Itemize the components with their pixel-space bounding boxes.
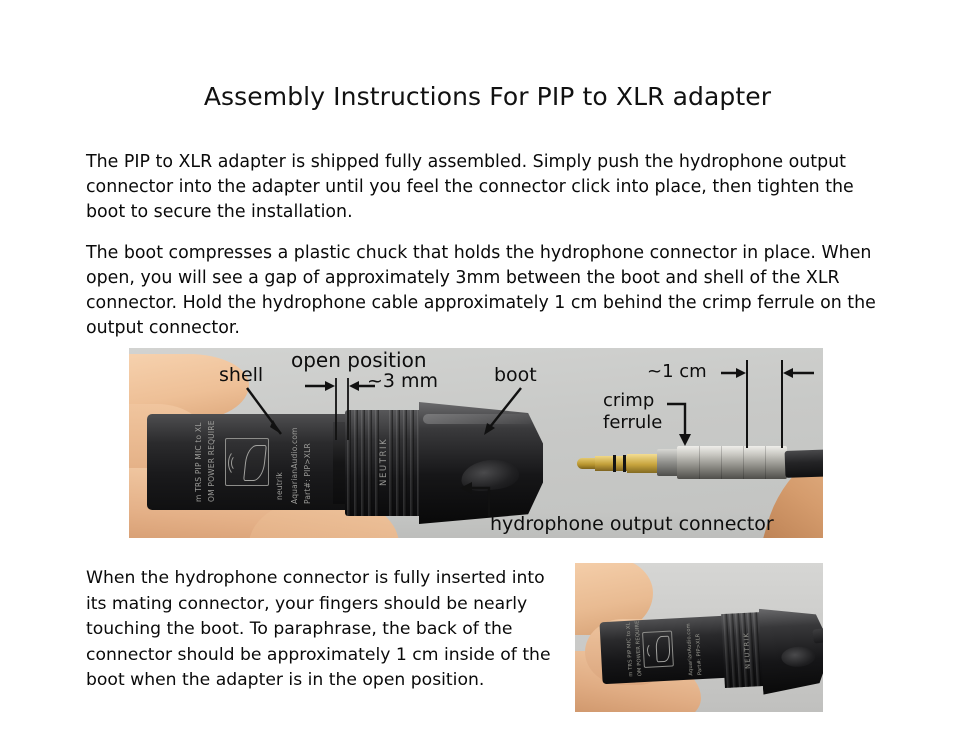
annotation-open-position: open position <box>291 348 427 372</box>
annotation-boot: boot <box>494 364 537 386</box>
barrel-marking-line-2: OM POWER REQUIRE <box>207 420 216 502</box>
annotation-shell: shell <box>219 364 264 386</box>
boot-ridge <box>396 410 400 516</box>
trs-plug-sleeve <box>627 454 659 473</box>
photo2-adapter-barrel: m TRS PIP MIC to XL OM POWER REQUIRE Aqu… <box>599 615 727 685</box>
xlr-boot: NEUTRIK <box>345 410 423 516</box>
xlr-adapter-barrel: m TRS PIP MIC to XL OM POWER REQUIRE Aqu… <box>147 414 347 510</box>
photo2-marking-line-4: Part#: PIP>XLR <box>695 633 704 676</box>
trs-insulator-ring <box>613 455 616 472</box>
shell-grip-pad <box>459 456 521 494</box>
xlr-shell <box>419 402 543 524</box>
photo2-aquarian-logo-icon <box>642 630 674 669</box>
barrel-marking-line-3: AquarianAudio.com <box>290 427 299 504</box>
trs-plug-collar <box>657 449 679 476</box>
photo2-xlr-shell <box>759 605 823 694</box>
boot-brand-text: NEUTRIK <box>379 437 389 486</box>
barrel-marking-brand: neutrik <box>275 472 284 500</box>
photo2-shell-grip-pad <box>781 646 816 668</box>
annotation-hydrophone-output-connector: hydrophone output connector <box>490 513 774 535</box>
trs-plug-ring-section <box>595 456 629 471</box>
boot-ridge <box>410 410 414 516</box>
annotation-crimp-line1: crimp <box>603 390 655 411</box>
annotation-gap-3mm: ~3 mm <box>367 370 439 392</box>
intro-paragraph: The PIP to XLR adapter is shipped fully … <box>86 152 854 222</box>
boot-ridge <box>403 410 407 516</box>
trs-plug-tip <box>577 458 597 469</box>
boot-ridge <box>347 410 351 516</box>
photo2-logo-s-shape <box>655 635 671 663</box>
logo-s-shape <box>243 445 267 481</box>
annotation-distance-1cm: ~1 cm <box>647 361 707 382</box>
hydrophone-cable <box>784 447 823 478</box>
trs-insulator-ring <box>623 455 626 472</box>
closed-position-photo: m TRS PIP MIC to XL OM POWER REQUIRE Aqu… <box>575 563 823 712</box>
annotation-crimp-ferrule: crimp ferrule <box>603 390 662 434</box>
photo2-marking-line-1: m TRS PIP MIC to XL <box>625 622 635 677</box>
boot-ridge <box>368 410 372 516</box>
barrel-marking-line-1: m TRS PIP MIC to XL <box>194 422 203 502</box>
aquarian-audio-logo-icon <box>225 438 269 486</box>
photo2-marking-line-3: AquarianAudio.com <box>685 623 695 676</box>
boot-description-paragraph: The boot compresses a plastic chuck that… <box>86 243 876 338</box>
open-position-gap <box>333 422 347 504</box>
boot-ridge <box>361 410 365 516</box>
logo-wave-outer <box>228 450 246 476</box>
annotation-crimp-line2: ferrule <box>603 412 663 433</box>
barrel-marking-line-4: Part#: PIP>XLR <box>303 443 312 504</box>
boot-ridge <box>354 410 358 516</box>
crimp-ferrule <box>677 446 787 479</box>
main-assembly-photo: m TRS PIP MIC to XL OM POWER REQUIRE Aqu… <box>129 348 823 538</box>
shell-highlight <box>423 414 533 424</box>
insertion-depth-paragraph: When the hydrophone connector is fully i… <box>86 568 551 690</box>
page-title: Assembly Instructions For PIP to XLR ada… <box>203 82 772 111</box>
boot-ridge <box>389 410 393 516</box>
boot-ridge <box>375 410 379 516</box>
